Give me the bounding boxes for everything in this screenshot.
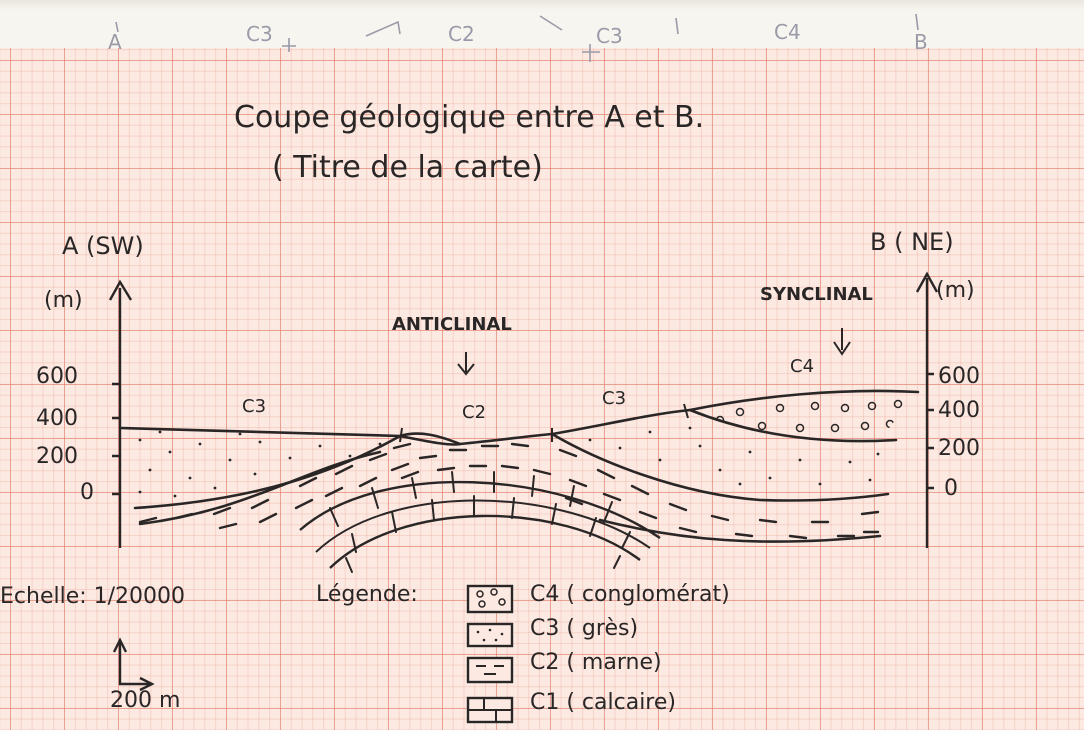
left-tick-400: 400 — [36, 406, 78, 431]
legend-swatch-c3 — [466, 622, 514, 648]
anticline-label: ANTICLINAL — [392, 314, 512, 335]
left-axis-unit: (m) — [44, 288, 83, 313]
legend-title: Légende: — [316, 582, 418, 607]
point-a-label: A (SW) — [62, 232, 144, 260]
scale-bar — [112, 637, 155, 692]
right-tick-200: 200 — [938, 436, 980, 461]
legend-label-c3: C3 ( grès) — [530, 616, 639, 641]
right-tick-0: 0 — [944, 476, 958, 501]
outcrop-c3-left: C3 — [242, 396, 267, 417]
outcrop-c3-right: C3 — [602, 388, 627, 409]
point-b-label: B ( NE) — [870, 228, 954, 256]
pencil-label-a: A — [108, 30, 122, 54]
contact-lines — [118, 389, 920, 543]
left-tick-0: 0 — [80, 480, 94, 505]
scale-bar-label: 200 m — [110, 688, 181, 713]
outcrop-c4: C4 — [790, 356, 815, 377]
outcrop-c2: C2 — [462, 402, 487, 423]
section-title: Coupe géologique entre A et B. — [234, 100, 705, 135]
legend-label-c4: C4 ( conglomérat) — [530, 582, 730, 607]
right-elevation-axis — [915, 271, 939, 548]
c3-sandstone-right-fill — [588, 426, 880, 486]
c3-sandstone-left-fill — [138, 430, 382, 498]
pencil-dip-marks — [115, 13, 919, 62]
scale-text: Echelle: 1/20000 — [0, 584, 186, 609]
syncline-arrow — [833, 328, 851, 356]
left-tick-600: 600 — [36, 364, 78, 389]
c4-conglomerate-fill — [715, 399, 903, 433]
pencil-label-c3-left: C3 — [246, 22, 273, 46]
pencil-label-b: B — [914, 30, 928, 54]
pencil-strip-shadow — [0, 0, 1084, 10]
legend-swatch-c4 — [466, 584, 514, 614]
left-elevation-axis — [108, 279, 133, 548]
syncline-label: SYNCLINAL — [760, 284, 873, 305]
map-title-note: ( Titre de la carte) — [272, 150, 543, 185]
right-tick-600: 600 — [938, 364, 980, 389]
pencil-label-c2: C2 — [448, 22, 475, 46]
left-tick-200: 200 — [36, 444, 78, 469]
pencil-label-c4: C4 — [774, 20, 801, 44]
legend-label-c1: C1 ( calcaire) — [530, 690, 676, 715]
c2-marl-dashes — [138, 442, 880, 540]
legend-swatch-c2 — [466, 656, 514, 684]
right-tick-400: 400 — [938, 398, 980, 423]
contact-ticks — [399, 403, 689, 443]
pencil-label-c3-right: C3 — [596, 24, 623, 48]
legend-swatch-c1 — [466, 696, 514, 724]
anticline-arrow — [457, 352, 475, 376]
c1-limestone-core — [299, 471, 661, 573]
legend-label-c2: C2 ( marne) — [530, 650, 662, 675]
right-axis-unit: (m) — [936, 278, 975, 303]
